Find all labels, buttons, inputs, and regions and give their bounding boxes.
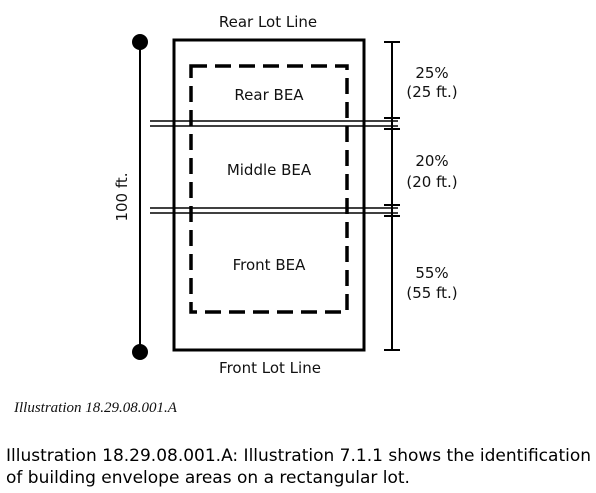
figure-label: Illustration 18.29.08.001.A (14, 400, 177, 416)
depth-label: 100 ft. (113, 172, 131, 221)
separator-middle-front (150, 207, 398, 214)
depth-dimension-line (132, 34, 148, 360)
zone-dimension-line (384, 41, 400, 351)
depth-endpoint-bottom (132, 344, 148, 360)
description-line-1: Illustration 18.29.08.001.A: Illustratio… (6, 446, 592, 466)
rear-feet-label: (25 ft.) (406, 83, 457, 101)
separator-rear-middle (150, 120, 398, 127)
lot-boundary (172, 38, 366, 352)
rear-percent-label: 25% (415, 64, 448, 82)
rear-lot-line-label: Rear Lot Line (219, 13, 317, 31)
building-envelope-outline (189, 64, 349, 314)
depth-endpoint-top (132, 34, 148, 50)
front-bea-label: Front BEA (233, 256, 306, 274)
front-percent-label: 55% (415, 264, 448, 282)
rear-bea-label: Rear BEA (234, 86, 304, 104)
description-line-2: of building envelope areas on a rectangu… (6, 468, 410, 488)
front-feet-label: (55 ft.) (406, 284, 457, 302)
front-lot-line-label: Front Lot Line (219, 359, 321, 377)
middle-percent-label: 20% (415, 152, 448, 170)
figure-description: Illustration 18.29.08.001.A: Illustratio… (6, 445, 591, 489)
middle-feet-label: (20 ft.) (406, 173, 457, 191)
middle-bea-label: Middle BEA (227, 161, 312, 179)
bea-diagram: 100 ft. Rear Lot Line Front Lot Line Rea… (113, 13, 458, 377)
